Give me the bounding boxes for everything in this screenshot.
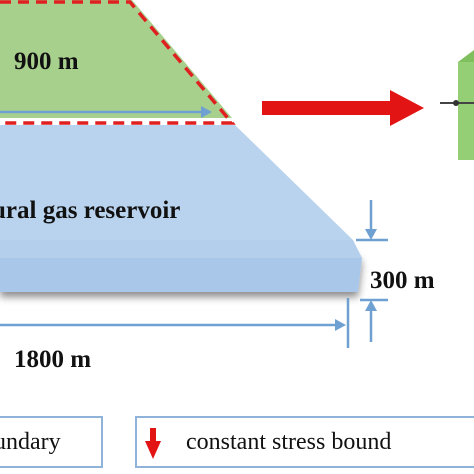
green-cube-icon: [440, 50, 474, 160]
thickness-300-label: 300 m: [370, 267, 435, 294]
reservoir-trapezoid: [0, 125, 353, 240]
width-900-label: 900 m: [14, 48, 79, 75]
dimension-900-arrowhead: [201, 106, 212, 118]
dimension-300: [356, 200, 388, 342]
dimension-900: [0, 106, 212, 118]
width-1800-label: 1800 m: [14, 346, 92, 373]
legend-box-right: [135, 416, 474, 468]
legend-box-left: [0, 416, 103, 468]
overburden-dashed-outline: [0, 0, 236, 125]
legend-constant-stress-text: constant stress bound: [186, 429, 392, 455]
red-down-arrow-icon: [145, 428, 161, 459]
reservoir-block: [0, 125, 362, 292]
dimension-1800: [0, 298, 350, 348]
reservoir-label: ural gas reservoir: [0, 197, 181, 224]
reservoir-slab-bottom: [0, 248, 362, 292]
red-right-arrow-icon: [262, 90, 424, 126]
overburden-region: [0, 0, 236, 125]
overburden-fill: [0, 0, 232, 118]
legend: [0, 416, 474, 468]
legend-boundary-text: undary: [0, 429, 61, 455]
reservoir-slab-top: [0, 240, 362, 258]
